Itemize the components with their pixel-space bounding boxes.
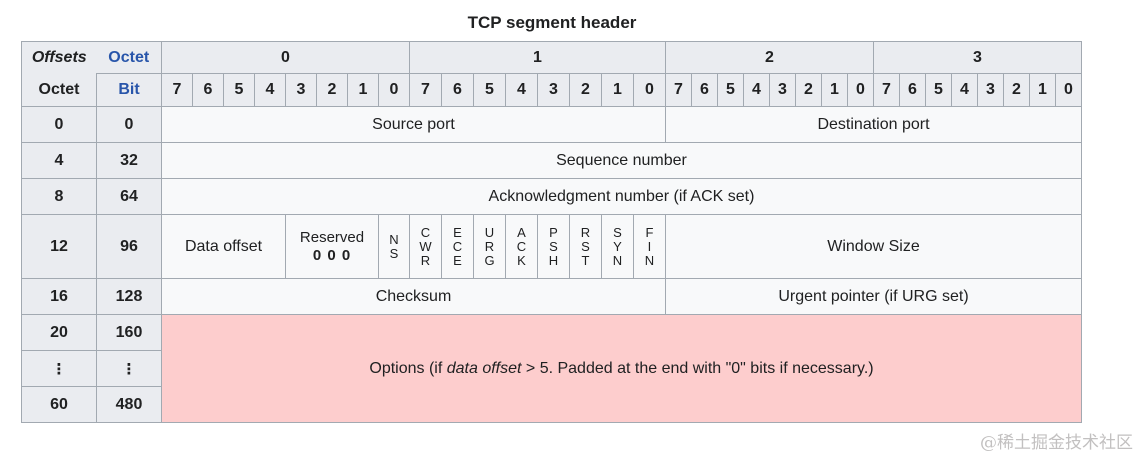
bit-offset: 480 [96, 386, 162, 423]
bit-number: 6 [192, 73, 224, 107]
bit-number: 0 [378, 73, 410, 107]
table-row-8: 8 64 Acknowledgment number (if ACK set) [21, 178, 1082, 215]
bit-number: 2 [1003, 73, 1030, 107]
bit-link[interactable]: Bit [96, 73, 162, 107]
options-text: > 5. Padded at the end with "0" bits if … [521, 359, 874, 377]
table-row-4: 4 32 Sequence number [21, 142, 1082, 179]
options-text: Options (if [369, 359, 447, 377]
table-row-60: 60 480 [21, 386, 1082, 423]
field-urgent-pointer: Urgent pointer (if URG set) [665, 278, 1082, 315]
page-title: TCP segment header [467, 13, 637, 32]
octet-offset: 0 [21, 106, 97, 143]
bit-number: 4 [743, 73, 770, 107]
bit-number: 5 [473, 73, 506, 107]
options-italic-text: data offset [446, 359, 522, 377]
bit-number: 1 [347, 73, 379, 107]
tcp-header-table: Offsets Octet 0 1 2 3 Octet Bit 7 6 5 4 … [21, 41, 1082, 423]
header-row-bits: Octet Bit 7 6 5 4 3 2 1 0 7 6 5 4 3 2 1 … [21, 73, 1082, 107]
bit-offset-ellipsis: ⋮ [96, 350, 162, 387]
field-sequence-number: Sequence number [161, 142, 1082, 179]
table-row-ellipsis: ⋮ ⋮ [21, 350, 1082, 387]
bit-offset: 128 [96, 278, 162, 315]
octet-offset: 12 [21, 214, 97, 279]
bit-number: 5 [925, 73, 952, 107]
bit-number: 2 [316, 73, 348, 107]
bit-number: 1 [821, 73, 848, 107]
octet-group-2: 2 [665, 41, 874, 74]
octet-group-1: 1 [409, 41, 666, 74]
field-reserved: Reserved 0 0 0 [285, 214, 379, 279]
bit-number: 6 [691, 73, 718, 107]
octet-offset: 60 [21, 386, 97, 423]
bit-offset: 32 [96, 142, 162, 179]
field-destination-port: Destination port [665, 106, 1082, 143]
bit-number: 2 [569, 73, 602, 107]
bit-number: 3 [537, 73, 570, 107]
table-row-16: 16 128 Checksum Urgent pointer (if URG s… [21, 278, 1082, 315]
bit-offset: 160 [96, 314, 162, 351]
field-options: Options (if data offset > 5. Padded at t… [161, 314, 1082, 423]
bit-number: 7 [161, 73, 193, 107]
bit-number: 1 [601, 73, 634, 107]
offsets-header: Offsets [21, 41, 97, 74]
bit-number: 5 [717, 73, 744, 107]
octet-group-3: 3 [873, 41, 1082, 74]
octet-offset-ellipsis: ⋮ [21, 350, 97, 387]
octet-offset: 8 [21, 178, 97, 215]
bit-number: 0 [1055, 73, 1082, 107]
table-row-0: 0 0 Source port Destination port [21, 106, 1082, 143]
octet-row-header: Octet [21, 73, 97, 107]
octet-group-0: 0 [161, 41, 410, 74]
reserved-label: Reserved [299, 228, 365, 246]
field-checksum: Checksum [161, 278, 666, 315]
bit-number: 3 [285, 73, 317, 107]
bit-number: 5 [223, 73, 255, 107]
bit-offset: 96 [96, 214, 162, 279]
bit-offset: 64 [96, 178, 162, 215]
watermark: @稀土掘金技术社区 [980, 433, 1133, 453]
bit-number: 1 [1029, 73, 1056, 107]
octet-offset: 16 [21, 278, 97, 315]
bit-number: 7 [409, 73, 442, 107]
reserved-bits: 0 0 0 [312, 246, 352, 264]
bit-number: 3 [977, 73, 1004, 107]
field-data-offset: Data offset [161, 214, 286, 279]
bit-number: 4 [254, 73, 286, 107]
field-source-port: Source port [161, 106, 666, 143]
field-window-size: Window Size [665, 214, 1082, 279]
octet-offset: 20 [21, 314, 97, 351]
bit-number: 3 [769, 73, 796, 107]
header-row-octets: Offsets Octet 0 1 2 3 [21, 41, 1082, 74]
bit-number: 4 [505, 73, 538, 107]
bit-number: 7 [665, 73, 692, 107]
bit-number: 4 [951, 73, 978, 107]
bit-number: 0 [633, 73, 666, 107]
bit-number: 6 [441, 73, 474, 107]
bit-number: 0 [847, 73, 874, 107]
bit-number: 2 [795, 73, 822, 107]
bit-number: 6 [899, 73, 926, 107]
field-acknowledgment-number: Acknowledgment number (if ACK set) [161, 178, 1082, 215]
table-row-20: 20 160 Options (if data offset > 5. Padd… [21, 314, 1082, 423]
bit-offset: 0 [96, 106, 162, 143]
octet-offset: 4 [21, 142, 97, 179]
octet-column-link[interactable]: Octet [96, 41, 162, 74]
bit-number: 7 [873, 73, 900, 107]
